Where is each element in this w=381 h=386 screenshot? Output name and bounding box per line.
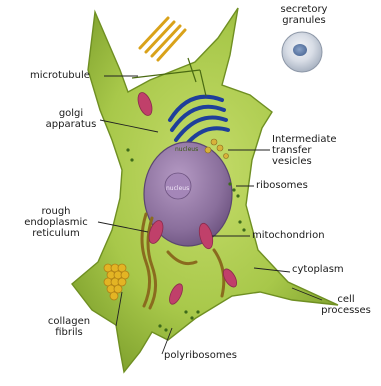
label-rough-er-line2: endoplasmic [14, 217, 98, 228]
label-itv-line3: vesicles [272, 156, 337, 167]
label-collagen-line2: fibrils [38, 327, 100, 338]
label-itv-line2: transfer [272, 145, 337, 156]
label-cytoplasm: cytoplasm [292, 264, 344, 275]
collagen-fibrils-upper [140, 18, 185, 60]
label-golgi-line2: apparatus [44, 119, 98, 130]
label-cell-processes: cell processes [316, 294, 376, 316]
label-golgi-apparatus: golgi apparatus [44, 108, 98, 130]
label-itv-line1: Intermediate [272, 134, 337, 145]
label-nucleus-outer: nucleus [175, 146, 198, 153]
label-nucleus-inner: nucleus [166, 185, 189, 192]
label-golgi-line1: golgi [44, 108, 98, 119]
label-collagen-fibrils: collagen fibrils [38, 316, 100, 338]
label-secretory-line2: granules [275, 15, 333, 26]
label-rough-er: rough endoplasmic reticulum [14, 206, 98, 239]
label-rough-er-line3: reticulum [14, 228, 98, 239]
label-secretory-granules: secretory granules [275, 4, 333, 26]
label-rough-er-line1: rough [14, 206, 98, 217]
label-cell-processes-line1: cell [316, 294, 376, 305]
label-polyribosomes: polyribosomes [164, 350, 237, 361]
secretory-granule [282, 32, 322, 72]
label-secretory-line1: secretory [275, 4, 333, 15]
label-mitochondrion: mitochondrion [252, 230, 325, 241]
label-intermediate-transfer-vesicles: Intermediate transfer vesicles [272, 134, 337, 167]
label-collagen-line1: collagen [38, 316, 100, 327]
label-ribosomes: ribosomes [256, 180, 308, 191]
label-cell-processes-line2: processes [316, 305, 376, 316]
label-microtubule: microtubule [30, 70, 90, 81]
